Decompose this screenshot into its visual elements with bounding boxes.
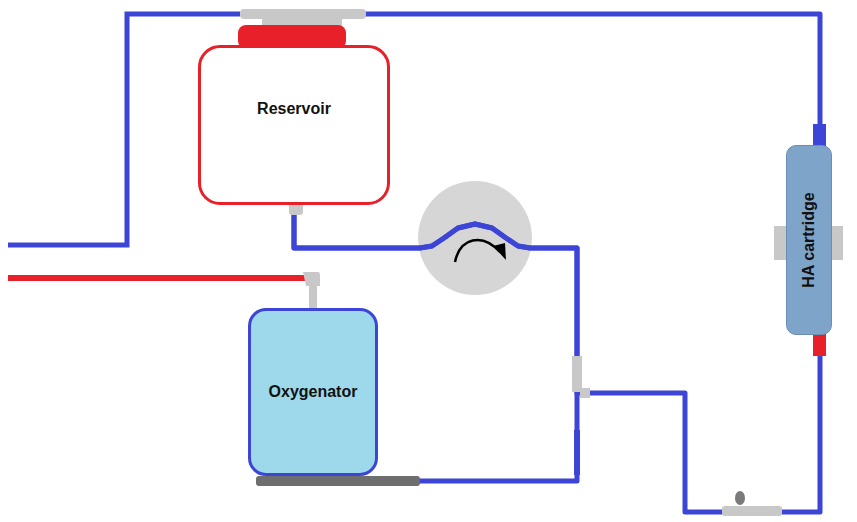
device-label: Reservoir: [257, 100, 331, 118]
inline-port: [722, 506, 782, 516]
inline-port: [735, 491, 745, 505]
cartridge-outlet: [813, 334, 826, 356]
tee-connector: [572, 356, 582, 392]
device-box: Reservoir: [198, 45, 390, 205]
pump-housing: [418, 181, 532, 295]
outlet-connector: [303, 272, 320, 286]
oxygenator-base: [256, 476, 420, 486]
tee-connector: [580, 388, 590, 398]
device-label: HA cartridge: [800, 192, 818, 287]
pump-arrow: [455, 240, 500, 262]
device-box: Oxygenator: [248, 308, 378, 476]
pump-arrowhead: [493, 243, 506, 260]
tubing-segment: [574, 430, 580, 475]
arterial-line: [8, 275, 309, 281]
cartridge-inlet: [813, 124, 826, 146]
device-label: Oxygenator: [269, 383, 358, 401]
top-connector: [240, 9, 366, 19]
cartridge-body: HA cartridge: [786, 145, 832, 335]
